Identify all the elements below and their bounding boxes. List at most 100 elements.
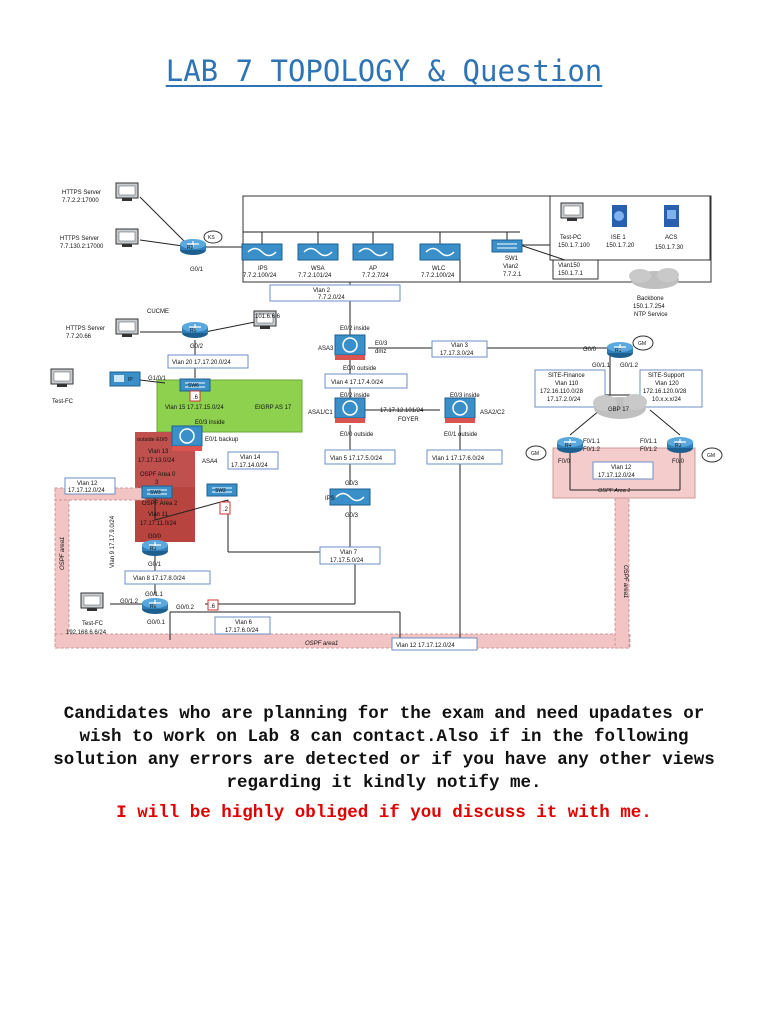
vlan6-ip: 17.17.6.0/24 — [225, 628, 259, 634]
r2-label: R2 — [187, 245, 194, 251]
site-finance-box — [534, 369, 606, 408]
sw1-ip: 7.7.2.1 — [503, 272, 522, 278]
ks-label: KS — [208, 235, 215, 241]
foyer-ip: 17.17.12.101/24 — [380, 408, 424, 414]
wsa-name: WSA — [311, 266, 325, 272]
site-support-box — [639, 369, 703, 408]
vlan2-box — [269, 284, 401, 302]
vlan12-right-box — [592, 461, 654, 480]
r5-port: G0/2 — [190, 344, 204, 350]
ips-mid-label: IPS — [325, 496, 335, 502]
https-server-1-icon — [115, 182, 139, 202]
r6-dot6: .6 — [210, 604, 216, 610]
vlan20-label: Vlan 20 17.17.20.0/24 — [172, 360, 231, 366]
r3b-f012: F0/1.2 — [640, 447, 658, 453]
ips-top-ip: 7.7.2.100/24 — [243, 273, 277, 279]
testfc-bottom-icon — [80, 592, 104, 612]
ips-mid-icon — [329, 488, 371, 506]
site-support-vlan: Vlan 120 — [655, 381, 679, 387]
r1-g012: G0/1.2 — [620, 363, 639, 369]
ips-top-icon — [241, 243, 283, 261]
site-support-ip2: 10.x.x.x/24 — [652, 397, 682, 403]
red-area2: OSPF Area 2 — [142, 501, 178, 507]
green-e03: E0/3 inside — [195, 420, 225, 426]
red-vlan11-ip: 17.17.11.0/24 — [140, 521, 177, 527]
wlc-name: WLC — [432, 266, 446, 272]
r3b-f00: F0/0 — [672, 459, 685, 465]
ospf-area1-left: OSPF area1 — [60, 537, 66, 570]
sw2-label: SW2 — [215, 488, 226, 494]
network-topology-diagram: HTTPS Server 7.7.2.2:17000 HTTPS Server … — [50, 182, 723, 651]
sw3-label: SW3 — [150, 490, 161, 496]
site-finance-title: SITE-Finance — [548, 373, 585, 379]
r3b-f011: F0/1.1 — [640, 439, 658, 445]
cucme-label: CUCME — [147, 309, 169, 315]
red-outside: outside E0/0 — [137, 437, 168, 443]
site-support-title: SITE-Support — [648, 373, 685, 379]
red-g00: G0/0 — [148, 534, 162, 540]
vlan12-right-ip: 17.17.12.0/24 — [598, 473, 635, 479]
vlan3-label: Vlan 3 — [451, 343, 469, 349]
wsa-ip: 7.7.2.101/24 — [298, 273, 332, 279]
asa2-e03: E0/3 inside — [450, 393, 480, 399]
vlan6-label: Vlan 6 — [235, 620, 253, 626]
asa2-firewall-icon — [444, 397, 476, 424]
asa1-e02: E0/2 inside — [340, 393, 370, 399]
r6-g01: G0/0.1 — [147, 620, 166, 626]
site-finance-ip1: 172.16.110.0/28 — [540, 389, 584, 395]
ospf-area1-right: OSPF area1 — [622, 565, 628, 598]
ospf-area1-band-bottom — [54, 633, 631, 649]
ap-name: AP — [369, 266, 377, 272]
sw6-port: G1/0/1 — [148, 376, 167, 382]
r4-f00: F0/0 — [558, 459, 571, 465]
sw1-name: SW1 — [505, 256, 519, 262]
vlan150-ip: 150.1.7.1 — [558, 271, 584, 277]
asa1-firewall-icon — [334, 397, 366, 424]
red-area0: OSPF Area 0 — [140, 472, 176, 478]
asa3-e02: E0/2 inside — [340, 326, 370, 332]
r3-label: R3 — [150, 546, 157, 552]
acs-name: ACS — [665, 235, 677, 241]
site-testpc-name: Test-PC — [560, 235, 582, 241]
r5-label: R5 — [190, 328, 197, 334]
server3-name: HTTPS Server — [66, 326, 105, 332]
gbp-label: GBP 17 — [608, 407, 630, 413]
testfc-bottom-ip: 192.168.6.6/24 — [66, 630, 107, 636]
vlan9-label: Vlan 9 17.17.9.0/24 — [110, 515, 116, 568]
site-finance-vlan: Vlan 110 — [555, 381, 579, 387]
vlan3-ip: 17.17.3.0/24 — [440, 351, 474, 357]
r1-g00: G0/0 — [583, 347, 597, 353]
sw1-vlan: Vlan2 — [503, 264, 519, 270]
server1-name: HTTPS Server — [62, 190, 101, 196]
vlan1-box — [426, 449, 503, 465]
vlan12-bottom-label: Vlan 12 17.17.12.0/24 — [396, 643, 455, 649]
backbone-label: Backbone — [637, 296, 664, 302]
asa1-e00: E0/0 outside — [340, 432, 374, 438]
r3-g01: G0/1 — [148, 562, 162, 568]
https-server-3-icon — [115, 318, 139, 338]
vlan4-box — [324, 373, 408, 389]
asa3-dmz: dmz — [375, 349, 386, 355]
red-asa4: ASA4 — [202, 459, 218, 465]
asa3-e00: E0/0 outside — [343, 366, 377, 372]
cucme-ip: 101.6.6.6 — [255, 314, 281, 320]
backbone-ip: 150.1.7.254 — [633, 304, 665, 310]
vlan150-box — [552, 259, 599, 280]
https-server-2-icon — [115, 228, 139, 248]
r2-port: G0/1 — [190, 267, 204, 273]
site-box — [549, 195, 711, 261]
backbone-ntp: NTP Service — [634, 312, 668, 318]
vlan7-ip: 17.17.5.0/24 — [330, 558, 364, 564]
server2-name: HTTPS Server — [60, 236, 99, 242]
r4-label: R4 — [565, 443, 572, 449]
testfc-bottom-label: Test-FC — [82, 621, 104, 627]
wlc-icon — [419, 243, 461, 261]
red-backup: E0/1 backup — [205, 437, 239, 443]
vlan12-right-area: OSPF Area 1 — [598, 488, 630, 494]
page-title: LAB 7 TOPOLOGY & Question — [165, 54, 603, 88]
vlan14-ip: 17.17.14.0/24 — [231, 463, 268, 469]
ise-name: ISE 1 — [611, 235, 626, 241]
intro-paragraph: Candidates who are planning for the exam… — [53, 704, 715, 793]
site-testpc-icon — [560, 202, 584, 222]
vlan1-label: Vlan 1 17.17.6.0/24 — [432, 456, 485, 462]
